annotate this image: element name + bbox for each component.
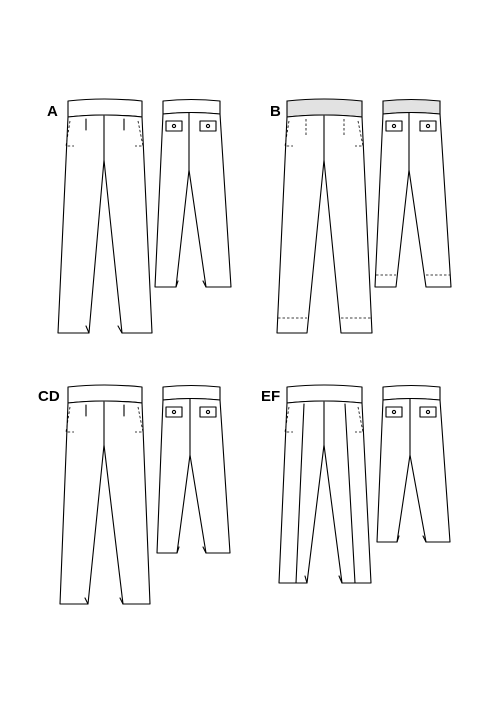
variant-a-label: A [47,103,58,120]
variant-a-back-view [154,98,232,288]
variant-b-label: B [270,103,281,120]
variant-cd-back-view [156,384,231,554]
variant-a-front-view [57,98,153,334]
variant-cd-label: CD [38,388,60,405]
variant-cd-front-view [59,384,151,605]
variant-ef-front-view [278,384,372,584]
variant-b-front-view [276,98,373,334]
variant-ef-back-view [376,384,451,543]
variant-b-back-view [374,98,452,288]
variant-ef-label: EF [261,388,281,405]
